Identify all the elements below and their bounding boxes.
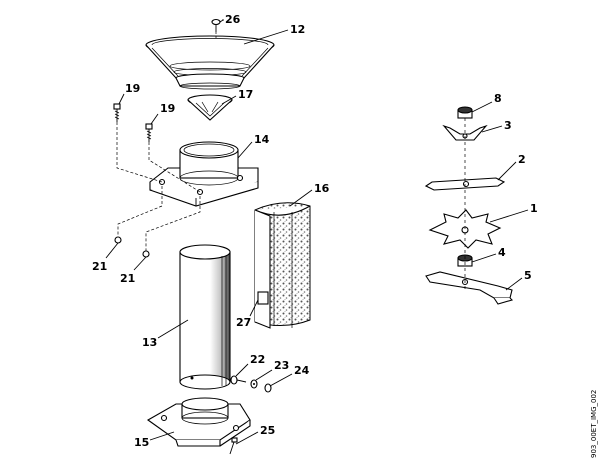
leader-lines — [105, 19, 529, 445]
part-21-rivet-left — [114, 236, 122, 244]
part-16-foam-sleeve — [254, 202, 311, 329]
part-25-screw — [229, 437, 238, 455]
part-19-screw-right — [145, 123, 153, 142]
callout-13: 13 — [142, 336, 157, 349]
part-24-nut — [264, 383, 272, 393]
part-8-nut — [457, 106, 473, 119]
callout-8: 8 — [494, 92, 502, 105]
callout-12: 12 — [290, 23, 305, 36]
callout-19-right: 19 — [160, 102, 175, 115]
callout-17: 17 — [238, 88, 253, 101]
callout-22: 22 — [250, 353, 265, 366]
part-22-bolt — [230, 375, 247, 385]
image-identifier: 903_00ET_IMG_002 — [590, 390, 598, 458]
part-17-funnel — [187, 94, 233, 121]
part-5-lower-blade — [425, 271, 514, 305]
callout-5: 5 — [524, 269, 532, 282]
callout-25: 25 — [260, 424, 275, 437]
part-13-tube — [179, 244, 231, 390]
part-19-screw-left — [113, 103, 121, 122]
callout-19-left: 19 — [125, 82, 140, 95]
callout-24: 24 — [294, 364, 310, 377]
part-21-rivet-right — [142, 250, 150, 258]
callout-labels: 26 12 17 14 19 19 21 21 16 27 13 22 23 2… — [92, 13, 538, 449]
part-26-screw — [211, 18, 224, 32]
part-12-top-cone — [145, 35, 275, 90]
callout-3: 3 — [504, 119, 512, 132]
part-27-patch — [257, 291, 269, 305]
callout-26: 26 — [225, 13, 241, 26]
callout-14: 14 — [254, 133, 270, 146]
callout-15: 15 — [134, 436, 149, 449]
callout-21-right: 21 — [120, 272, 135, 285]
callout-27: 27 — [236, 316, 251, 329]
callout-16: 16 — [314, 182, 330, 195]
callout-2: 2 — [518, 153, 526, 166]
part-14-housing — [149, 141, 259, 207]
part-15-base — [146, 397, 251, 447]
callout-4: 4 — [498, 246, 506, 259]
callout-23: 23 — [274, 359, 289, 372]
callout-21-left: 21 — [92, 260, 107, 273]
part-23-washer — [250, 379, 258, 389]
callout-1: 1 — [530, 202, 538, 215]
assembly-guide-lines — [116, 32, 217, 251]
